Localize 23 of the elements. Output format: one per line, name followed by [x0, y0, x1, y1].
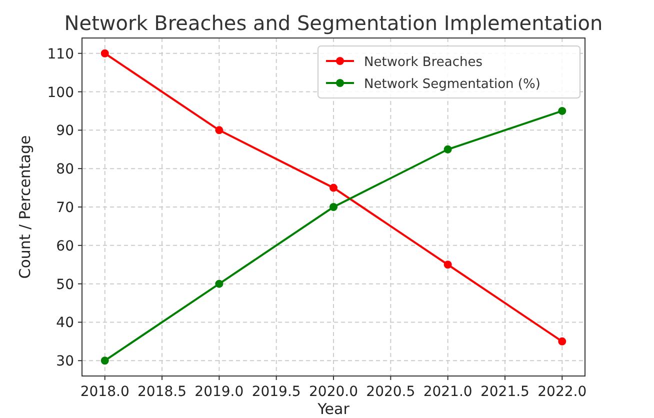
- tick-label: 2019.5: [252, 384, 301, 400]
- tick-label: 100: [47, 84, 74, 101]
- tick-label: 2022.0: [538, 384, 587, 400]
- legend-label: Network Breaches: [364, 55, 483, 70]
- tick-label: 80: [56, 162, 74, 178]
- tick-label: 70: [56, 200, 74, 216]
- tick-label: 30: [56, 354, 74, 370]
- tick-label: 2020.5: [366, 384, 416, 400]
- chart-title: Network Breaches and Segmentation Implementation: [64, 11, 603, 35]
- tick-label: 2018.0: [80, 384, 130, 400]
- axis-title: Year: [318, 400, 350, 418]
- tick-label: 2021.0: [423, 384, 472, 400]
- tick-label: 2019.0: [194, 384, 244, 400]
- tick-label: 90: [56, 123, 74, 140]
- tick-label: 2018.5: [138, 384, 187, 400]
- tick-label: 2021.5: [480, 384, 530, 400]
- tick-label: 40: [56, 315, 74, 332]
- tick-label: 50: [56, 276, 74, 293]
- axis-title: Count / Percentage: [16, 135, 34, 279]
- tick-label: 110: [47, 46, 74, 62]
- legend-label: Network Segmentation (%): [364, 77, 540, 92]
- tick-label: 60: [56, 238, 74, 254]
- tick-label: 2020.0: [309, 384, 358, 400]
